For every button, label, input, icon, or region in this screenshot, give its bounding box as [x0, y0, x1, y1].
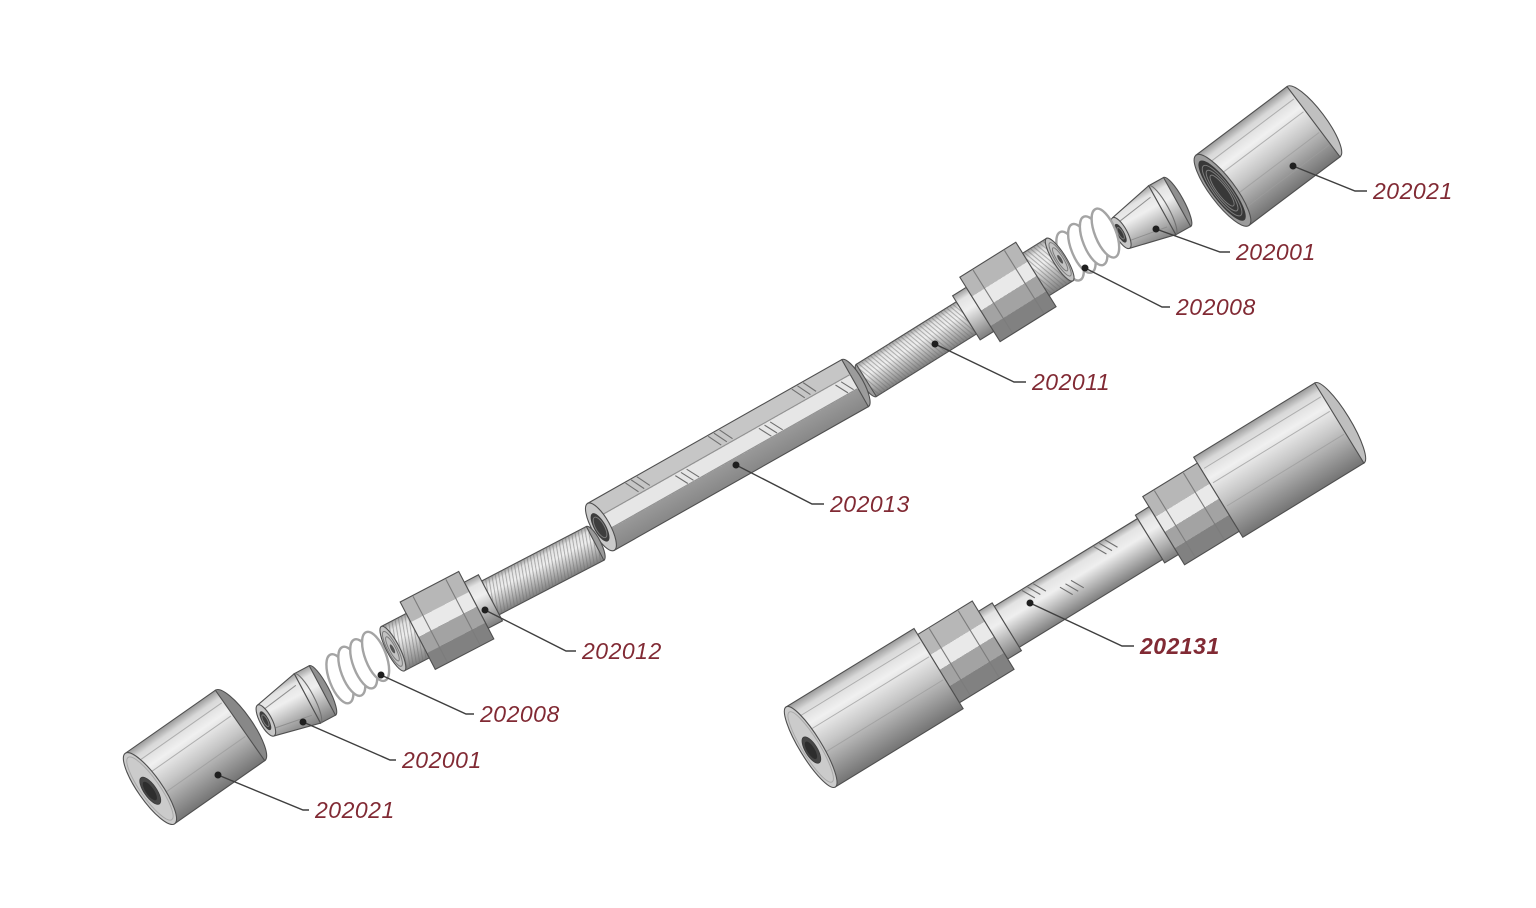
label-hex-coupler-rod: 202013 [829, 491, 910, 517]
leader-hex-coupler-rod [732, 461, 824, 505]
leader-line [217, 774, 309, 811]
leader-dot [1289, 162, 1297, 170]
part-sleeve-bottom [114, 682, 276, 832]
labels-layer: 202021 202001 202008 202011 202013 20201… [314, 178, 1453, 823]
leader-collet-top [1152, 225, 1230, 253]
parts-layer [114, 78, 1374, 832]
leader-line [380, 674, 474, 715]
leader-dot [481, 606, 489, 614]
leader-dot [1081, 264, 1089, 272]
leader-sleeve-top [1289, 162, 1367, 192]
leader-sleeve-bottom [214, 771, 309, 811]
leader-dot [1152, 225, 1160, 233]
label-spring-top: 202008 [1175, 294, 1256, 320]
leader-line [484, 609, 576, 652]
label-sleeve-top: 202021 [1372, 178, 1453, 204]
leader-line [302, 721, 396, 761]
label-sleeve-bottom: 202021 [314, 797, 395, 823]
leader-spring-bottom [377, 671, 474, 715]
leader-line [1292, 165, 1367, 192]
part-sleeve-top [1185, 78, 1351, 234]
part-assembled-unit [776, 376, 1374, 794]
leader-stud-lower [481, 606, 576, 652]
leader-line [1084, 267, 1170, 308]
leader-stud-upper [931, 340, 1026, 383]
label-stud-upper: 202011 [1031, 369, 1110, 395]
label-assembled-unit: 202131 [1139, 633, 1220, 659]
label-spring-bottom: 202008 [479, 701, 560, 727]
part-stud-lower [369, 506, 619, 686]
leader-line [1029, 602, 1134, 647]
label-collet-bottom: 202001 [401, 747, 482, 773]
leader-dot [732, 461, 740, 469]
leader-collet-bottom [299, 718, 396, 761]
leader-line [934, 343, 1026, 383]
leader-dot [377, 671, 385, 679]
label-collet-top: 202001 [1235, 239, 1316, 265]
leader-line [735, 464, 824, 505]
leader-dot [931, 340, 939, 348]
leader-spring-top [1081, 264, 1170, 308]
leader-dot [299, 718, 307, 726]
leader-dot [214, 771, 222, 779]
part-hex-coupler-rod [579, 355, 876, 556]
leader-lines-layer [214, 162, 1367, 811]
label-stud-lower: 202012 [581, 638, 662, 664]
leader-line [1155, 228, 1230, 253]
leader-assembled-unit [1026, 599, 1134, 647]
leader-dot [1026, 599, 1034, 607]
